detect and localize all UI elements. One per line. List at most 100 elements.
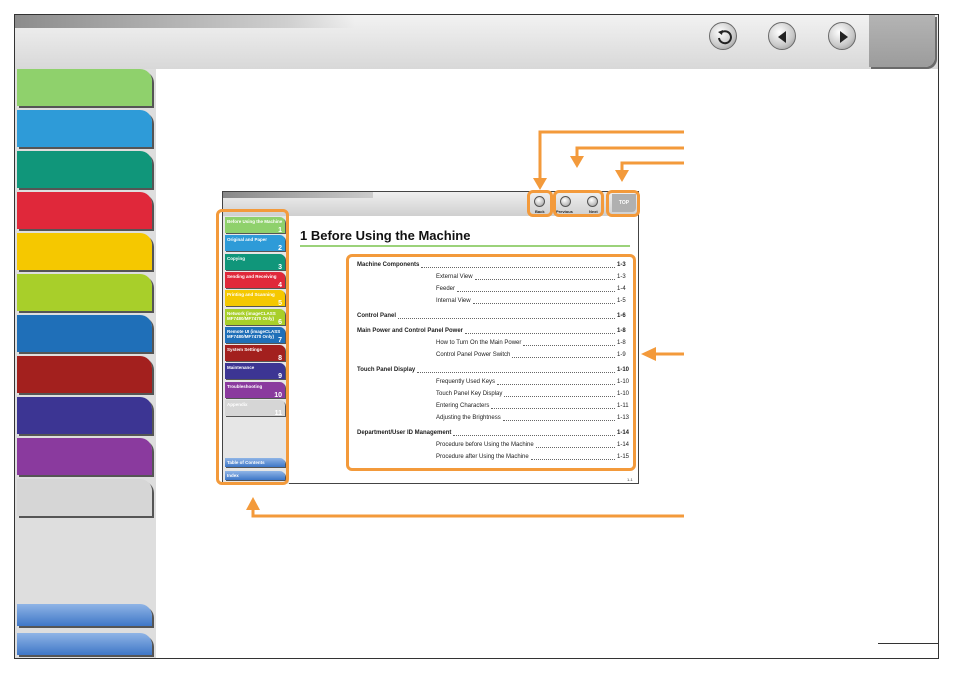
toc-entry: Frequently Used Keys <box>436 379 496 385</box>
header-strip <box>15 15 355 28</box>
thumb-chapter-label: Remote UI (imageCLASS MF7480/MF7470 Only… <box>227 328 281 339</box>
thumb-header-strip <box>223 192 373 198</box>
highlight-top <box>606 190 640 217</box>
toc-leader <box>473 298 615 304</box>
chapter-tab-10[interactable] <box>17 438 152 475</box>
thumb-chapter-label: Printing and Scanning <box>227 292 275 298</box>
chapter-tab-8[interactable] <box>17 356 152 393</box>
toc-page-number: 1-9 <box>617 352 626 358</box>
page-number-rule <box>878 643 938 644</box>
thumb-chapter-number: 9 <box>278 373 282 380</box>
toc-leader <box>512 352 615 358</box>
thumb-chapter-number: 7 <box>278 336 282 343</box>
toc-leader <box>417 367 615 373</box>
toc-page-number: 1-5 <box>617 298 626 304</box>
thumb-chapter-number: 1 <box>278 227 282 233</box>
back-button[interactable] <box>709 22 737 50</box>
toc-leader <box>398 313 615 319</box>
toc-entry: Procedure after Using the Machine <box>436 454 529 460</box>
index-button[interactable] <box>17 633 152 655</box>
toc-entry: Touch Panel Display <box>357 367 416 373</box>
chapter-tab-1[interactable] <box>17 69 152 106</box>
highlight-sidebar <box>216 209 289 485</box>
top-button[interactable] <box>869 15 935 67</box>
thumb-chapter-tab-6: Network (imageCLASS MF7480/MF7470 Only)6 <box>225 308 285 325</box>
toc-leader <box>504 391 615 397</box>
previous-button[interactable] <box>768 22 796 50</box>
thumb-chapter-number: 4 <box>278 281 282 288</box>
toc-page-number: 1-3 <box>617 262 626 268</box>
table-of-contents-button[interactable] <box>17 604 152 626</box>
toc-entry: How to Turn On the Main Power <box>436 340 522 346</box>
chapter-tab-9[interactable] <box>17 397 152 434</box>
toc-entry: Main Power and Control Panel Power <box>357 328 464 334</box>
toc-page-number: 1-13 <box>617 415 630 421</box>
thumb-chapter-number: 5 <box>278 300 282 307</box>
toc-leader <box>453 430 615 436</box>
toc-page-number: 1-11 <box>617 403 629 409</box>
toc-leader <box>491 403 615 409</box>
thumb-index-button: Index <box>225 471 285 480</box>
next-button[interactable] <box>828 22 856 50</box>
chapter-tab-2[interactable] <box>17 110 152 147</box>
back-icon <box>718 30 732 45</box>
toc-entry: Machine Components <box>357 262 420 268</box>
toc-page-number: 1-4 <box>617 286 626 292</box>
thumb-chapter-tab-1: Before Using the Machine 1 <box>225 217 285 233</box>
chapter-tab-11[interactable] <box>17 479 152 516</box>
thumb-page-number: 1-1 <box>627 477 633 482</box>
toc-page-number: 1-15 <box>617 454 630 460</box>
toc-page-number: 1-14 <box>617 442 630 448</box>
thumb-back-icon <box>534 196 545 207</box>
thumb-top-tab: TOP <box>612 194 636 212</box>
thumb-chapter-number: 6 <box>278 318 282 325</box>
chapter-tab-7[interactable] <box>17 315 152 352</box>
toc-entry: Adjusting the Brightness <box>436 415 501 421</box>
chapter-tab-3[interactable] <box>17 151 152 188</box>
thumb-title-rule <box>300 245 630 247</box>
chapter-tab-4[interactable] <box>17 192 152 229</box>
thumb-next-label: Next <box>589 209 598 214</box>
toc-page-number: 1-10 <box>617 391 630 397</box>
toc-leader <box>475 274 615 280</box>
thumb-chapter-label: Network (imageCLASS MF7480/MF7470 Only) <box>227 310 276 321</box>
thumb-chapter-tab-7: Remote UI (imageCLASS MF7480/MF7470 Only… <box>225 326 285 343</box>
toc-leader <box>421 262 615 268</box>
thumb-previous-icon <box>560 196 571 207</box>
next-icon <box>840 31 848 43</box>
toc-page-number: 1-3 <box>617 274 626 280</box>
highlight-back <box>527 190 553 217</box>
toc-entry: Internal View <box>436 298 471 304</box>
thumb-chapter-label: Sending and Receiving <box>227 273 277 279</box>
thumb-chapter-label: Before Using the Machine <box>227 219 283 224</box>
toc-page-number: 1-10 <box>617 367 630 373</box>
thumb-chapter-number: 8 <box>278 355 282 362</box>
chapter-tab-6[interactable] <box>17 274 152 311</box>
toc-page-number: 1-6 <box>617 313 626 319</box>
thumb-chapter-label: Appendix <box>227 402 248 407</box>
thumb-chapter-number: 3 <box>278 263 282 270</box>
toc-leader <box>497 379 615 385</box>
toc-entry: Procedure before Using the Machine <box>436 442 534 448</box>
toc-entry: Control Panel Power Switch <box>436 352 511 358</box>
toc-page-number: 1-8 <box>617 340 626 346</box>
toc-page-number: 1-10 <box>617 379 630 385</box>
toc-entry: External View <box>436 274 473 280</box>
thumb-toc-button: Table of Contents <box>225 458 285 467</box>
thumb-back-label: Back <box>535 209 545 214</box>
manual-page-thumbnail: Back Previous Next TOP Before Using the … <box>222 191 639 484</box>
highlight-prev-next <box>553 190 604 217</box>
toc-entry: Feeder <box>436 286 456 292</box>
toc-entry: Touch Panel Key Display <box>436 391 503 397</box>
thumb-chapter-number: 10 <box>274 391 282 398</box>
toc-leader <box>457 286 615 292</box>
chapter-tab-5[interactable] <box>17 233 152 270</box>
thumb-chapter-title: 1 Before Using the Machine <box>300 228 471 243</box>
